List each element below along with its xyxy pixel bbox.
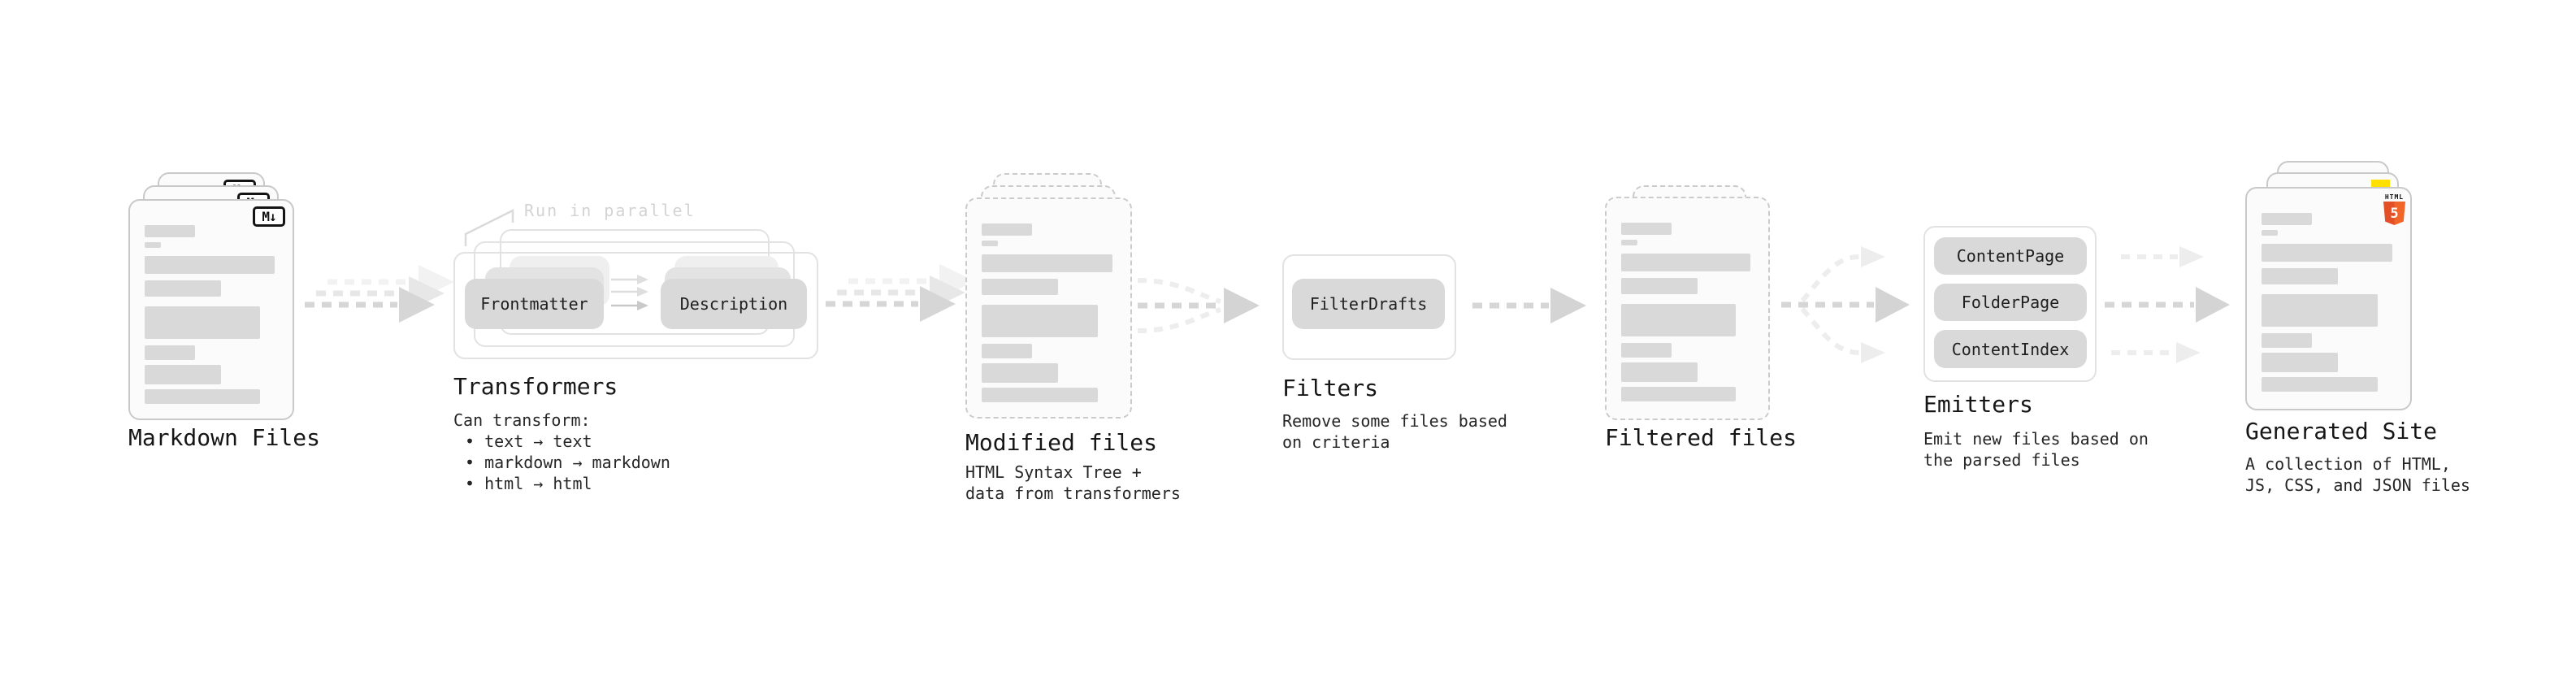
stage-label-emitters: Emitters: [1923, 391, 2033, 418]
html5-icon: HTML 5: [2383, 193, 2405, 225]
filter-filterdrafts: FilterDrafts: [1292, 279, 1445, 329]
flow-arrow-icon: [826, 264, 975, 322]
placeholder-line: [1621, 304, 1737, 336]
html5-icon-shield: 5: [2383, 202, 2405, 225]
placeholder-line: [982, 241, 999, 246]
filters-caption: Remove some files based on criteria: [1282, 410, 1507, 453]
stage-label-markdown-files: Markdown Files: [128, 424, 321, 451]
emitter-contentpage: ContentPage: [1934, 237, 2087, 275]
placeholder-line: [2262, 333, 2313, 348]
placeholder-line: [2262, 268, 2339, 284]
emitter-folderpage: FolderPage: [1934, 284, 2087, 321]
run-in-parallel-annotation: Run in parallel: [524, 201, 696, 220]
placeholder-line: [2262, 353, 2339, 372]
caption-bullet: • markdown → markdown: [465, 453, 670, 472]
stage-label-generated-site: Generated Site: [2245, 418, 2438, 445]
placeholder-line: [2262, 244, 2392, 262]
flow-arrow-icon: [305, 265, 454, 323]
placeholder-line: [982, 223, 1033, 236]
stage-label-transformers: Transformers: [453, 373, 618, 400]
placeholder-line: [145, 389, 260, 404]
generated-site-caption: A collection of HTML, JS, CSS, and JSON …: [2245, 453, 2470, 496]
placeholder-line: [982, 254, 1112, 272]
modified-files-stack: [965, 173, 1132, 419]
html5-icon-label: HTML: [2384, 193, 2405, 201]
caption-bullet: • html → html: [465, 474, 592, 493]
stage-label-filters: Filters: [1282, 375, 1379, 401]
placeholder-line: [1621, 240, 1637, 245]
caption-line: on criteria: [1282, 432, 1390, 452]
caption-line: Emit new files based on: [1923, 429, 2149, 449]
multi-flow-arrow-icon: [2105, 246, 2230, 363]
transformers-box-front: [453, 252, 818, 359]
stage-label-filtered-files: Filtered files: [1605, 424, 1798, 451]
placeholder-line: [145, 280, 221, 297]
markdown-icon: M↓: [253, 206, 285, 227]
fanout-arrow-icon: [1781, 246, 1910, 363]
placeholder-line: [1621, 362, 1698, 382]
transformer-frontmatter: Frontmatter: [465, 279, 604, 329]
placeholder-line: [1621, 254, 1751, 271]
placeholder-line: [2262, 294, 2378, 327]
placeholder-line: [145, 345, 195, 360]
placeholder-line: [1621, 343, 1672, 358]
transformer-description: Description: [661, 279, 807, 329]
placeholder-line: [2262, 377, 2378, 392]
transformers-caption: Can transform: • text → text • markdown …: [453, 410, 670, 494]
placeholder-line: [145, 306, 260, 339]
merge-arrow-icon: [1137, 278, 1260, 333]
modified-file-card-front: [965, 197, 1132, 419]
caption-line: HTML Syntax Tree +: [965, 462, 1142, 482]
placeholder-line: [982, 363, 1059, 383]
placeholder-line: [1621, 278, 1698, 294]
placeholder-line: [982, 305, 1098, 337]
placeholder-line: [145, 365, 221, 384]
placeholder-line: [145, 225, 195, 237]
caption-line: Can transform:: [453, 410, 591, 430]
markdown-file-card-front: M↓: [128, 199, 294, 420]
modified-files-caption: HTML Syntax Tree + data from transformer…: [965, 462, 1181, 504]
filtered-files-stack: [1605, 185, 1770, 420]
placeholder-line: [982, 279, 1059, 295]
emitter-contentindex: ContentIndex: [1934, 330, 2087, 368]
caption-line: JS, CSS, and JSON files: [2245, 475, 2470, 495]
parallel-arrows-icon: [611, 275, 648, 310]
caption-line: data from transformers: [965, 484, 1181, 503]
caption-line: the parsed files: [1923, 450, 2080, 470]
generated-site-stack: CSS HTML 5: [2245, 161, 2412, 410]
flow-arrow-icon: [1472, 288, 1586, 323]
emitters-caption: Emit new files based on the parsed files: [1923, 428, 2149, 471]
placeholder-line: [2262, 230, 2279, 236]
placeholder-line: [145, 256, 275, 274]
caption-bullet: • text → text: [465, 432, 592, 451]
placeholder-line: [145, 242, 161, 248]
placeholder-line: [982, 344, 1033, 358]
placeholder-line: [982, 388, 1098, 402]
stage-label-modified-files: Modified files: [965, 429, 1158, 456]
placeholder-line: [1621, 387, 1737, 401]
caption-line: A collection of HTML,: [2245, 454, 2451, 474]
annotation-leader-line: [464, 208, 514, 246]
caption-line: Remove some files based: [1282, 411, 1507, 431]
placeholder-line: [1621, 223, 1672, 235]
placeholder-line: [2262, 213, 2313, 225]
html-file-card: HTML 5: [2245, 187, 2412, 410]
filtered-file-card-front: [1605, 197, 1770, 420]
markdown-files-stack: M↓ M↓ M↓: [128, 172, 294, 420]
